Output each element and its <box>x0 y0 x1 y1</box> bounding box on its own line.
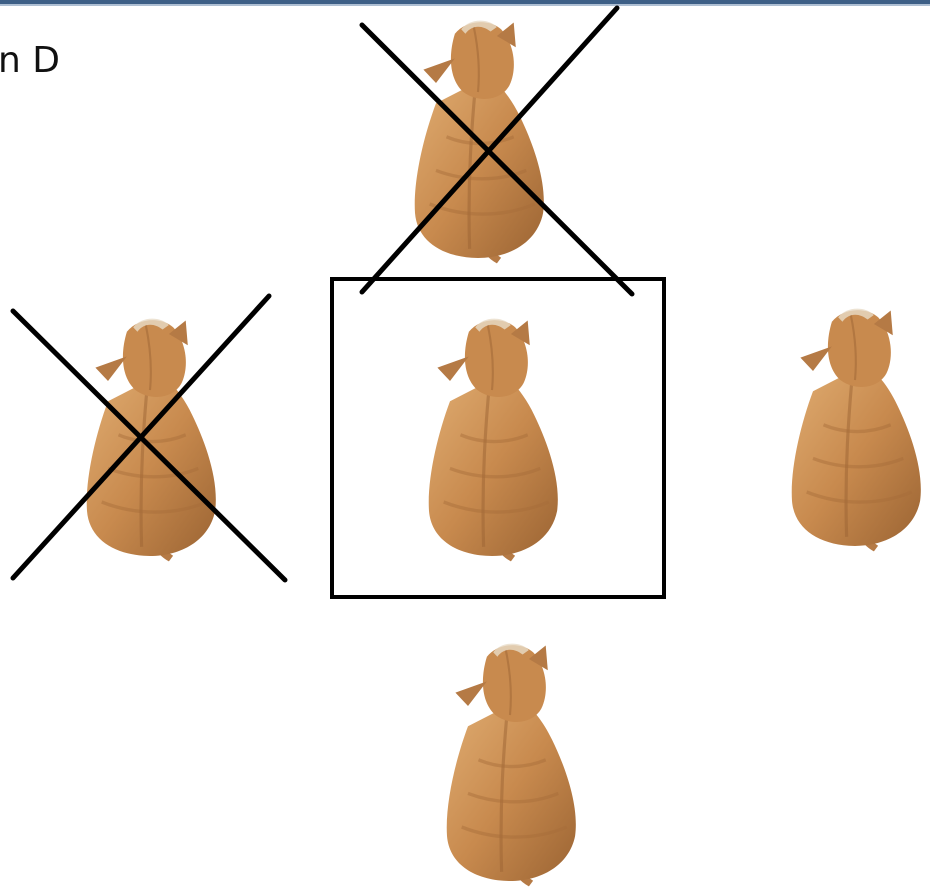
cross-out-mark-top <box>359 5 635 297</box>
cross-out-mark-left <box>10 293 288 583</box>
top-rule-shadow <box>0 4 930 6</box>
cat-center <box>427 316 560 564</box>
cat-right <box>790 306 923 554</box>
cat-bottom <box>445 641 578 889</box>
cat-left <box>85 316 218 564</box>
selection-box <box>330 277 666 599</box>
slide-heading-fragment: n D <box>0 40 60 81</box>
top-rule <box>0 0 930 4</box>
